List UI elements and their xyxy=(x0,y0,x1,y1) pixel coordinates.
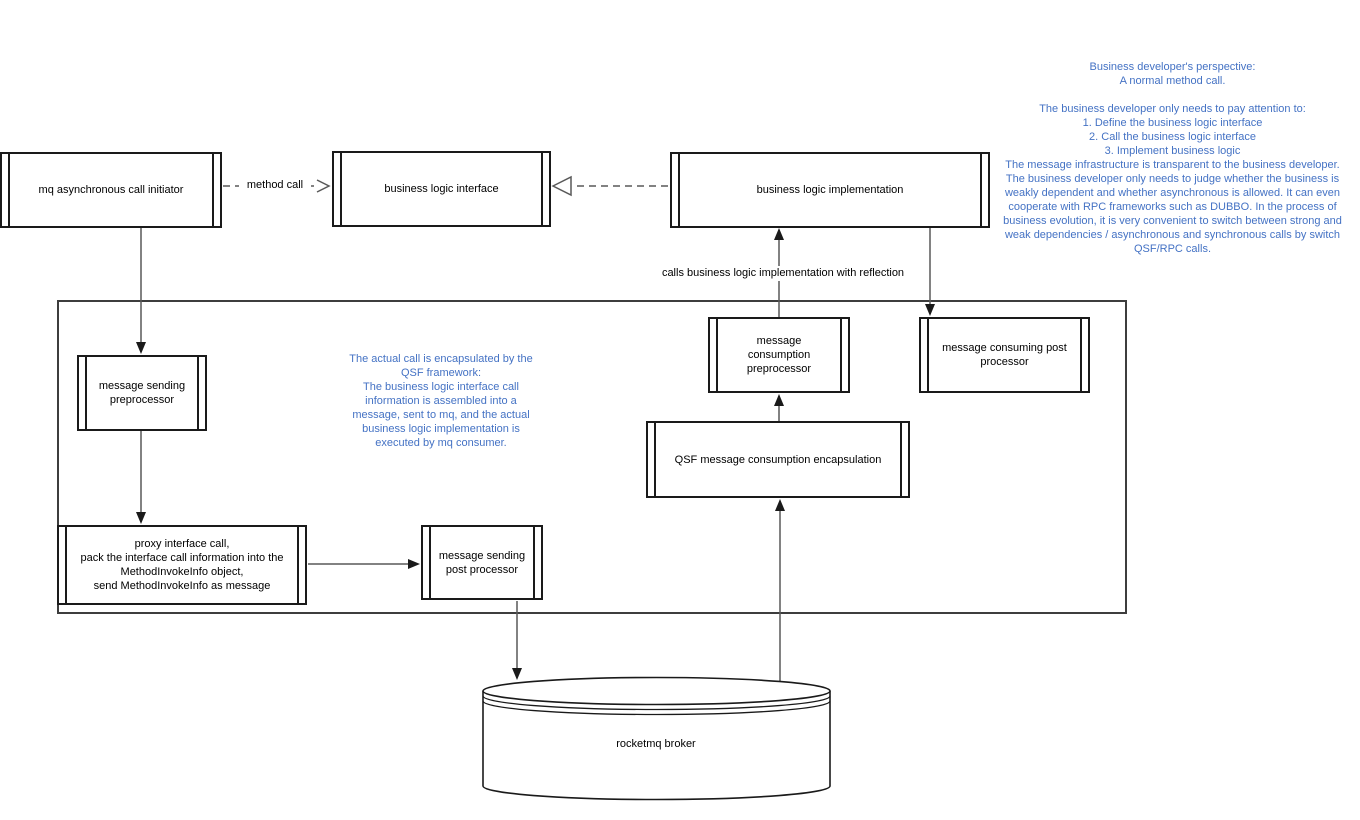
edge-initiator-to-sending-preprocessor xyxy=(136,228,146,354)
node-message-consuming-post-processor: message consuming post processor xyxy=(919,317,1090,393)
rocketmq-broker-cylinder xyxy=(482,676,831,801)
node-qsf-message-consumption-encapsulation: QSF message consumption encapsulation xyxy=(646,421,910,498)
note-qsf-encapsulation: The actual call is encapsulated by the Q… xyxy=(349,353,533,449)
edge-label-reflection: calls business logic implementation with… xyxy=(644,266,922,281)
edge-method-call xyxy=(223,179,331,193)
edge-qsf-consumption-to-consumption-preprocessor xyxy=(774,394,784,421)
node-business-logic-interface: business logic interface xyxy=(332,151,551,227)
qsf-framework-container xyxy=(57,300,1127,614)
node-message-sending-preprocessor: message sending preprocessor xyxy=(77,355,207,431)
note-business-developer-perspective: Business developer's perspective: A norm… xyxy=(1003,61,1342,255)
edge-sending-preprocessor-to-proxy xyxy=(136,431,146,524)
edge-broker-to-qsf-consumption xyxy=(775,499,785,682)
node-proxy-interface-call: proxy interface call, pack the interface… xyxy=(57,525,307,605)
edge-realization xyxy=(551,175,668,197)
edge-implementation-to-consuming-postprocessor xyxy=(925,228,935,316)
edge-label-method-call: method call xyxy=(239,178,311,193)
node-business-logic-implementation: business logic implementation xyxy=(670,152,990,228)
edge-sending-postprocessor-to-broker xyxy=(512,601,522,680)
node-message-sending-post-processor: message sending post processor xyxy=(421,525,543,600)
node-message-consumption-preprocessor: message consumption preprocessor xyxy=(708,317,850,393)
rocketmq-broker-label: rocketmq broker xyxy=(616,738,696,750)
edge-proxy-to-sending-postprocessor xyxy=(308,559,420,569)
node-mq-asynchronous-call-initiator: mq asynchronous call initiator xyxy=(0,152,222,228)
